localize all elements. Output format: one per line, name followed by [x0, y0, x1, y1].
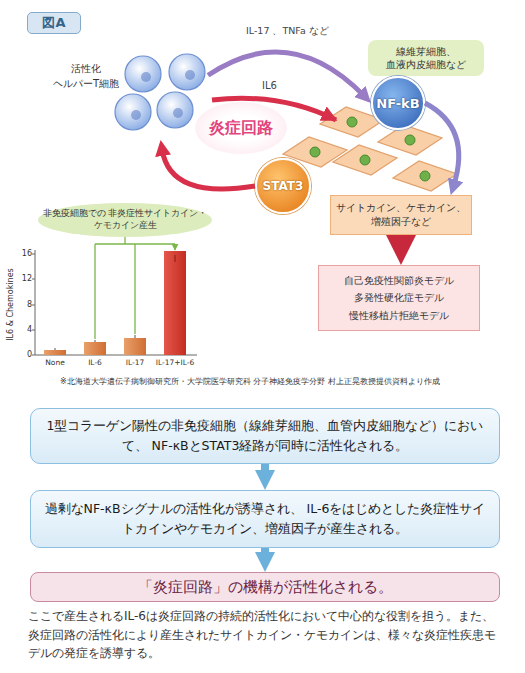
- flow-arrow: [261, 548, 269, 560]
- chart-label-ellipse: 非免疫細胞での 非炎症性サイトカイン・ケモカイン産生: [38, 203, 212, 237]
- category-label: IL-17+IL-6: [150, 358, 200, 367]
- source-note: ※北海道大学遺伝子病制御研究所・大学院医学研究科 分子神経免疫学分野 村上正晃教…: [60, 376, 500, 387]
- category-label: IL-17: [110, 358, 160, 367]
- edge-label: IL-17 、TNFa など: [246, 25, 329, 38]
- node-text: 「炎症回路」の機構が活性化される。: [138, 578, 393, 597]
- flow-arrow: [261, 464, 269, 478]
- product-box: サイトカイン、ケモカイン、 増殖因子など: [330, 195, 472, 235]
- bar-chart: [32, 250, 197, 355]
- cell-nucleus: [141, 72, 151, 82]
- tick-mark: [32, 305, 35, 306]
- category-label: None: [30, 358, 80, 367]
- error-bar: [135, 335, 136, 338]
- node-text: STAT3: [263, 179, 304, 193]
- stat3-circle: STAT3: [255, 158, 311, 214]
- node-text: 線維芽細胞、 血液内皮細胞など: [372, 45, 480, 72]
- feedback-arrow: [162, 150, 255, 190]
- fibroblast-cell: [393, 161, 457, 191]
- axis-title: IL6 & Chemokines: [6, 263, 15, 347]
- result-arrow: [395, 235, 407, 247]
- t-cell: [169, 54, 205, 90]
- process-box: 1型コラーゲン陽性の非免疫細胞（線維芽細胞、血管内皮細胞など）において、 NF-…: [30, 408, 500, 464]
- axis-tick: 0: [10, 350, 32, 359]
- bar: [44, 350, 66, 355]
- bracket-line: [134, 244, 135, 334]
- t-cell: [157, 92, 193, 128]
- t-cell: [125, 56, 161, 92]
- error-bar: [95, 340, 96, 342]
- bracket-line: [94, 244, 95, 339]
- node-text: 1型コラーゲン陽性の非免疫細胞（線維芽細胞、血管内皮細胞など）において、 NF-…: [39, 416, 491, 456]
- cell-nucleus: [420, 171, 430, 181]
- cell-nucleus: [310, 147, 320, 157]
- error-bar: [175, 255, 176, 262]
- bar: [164, 251, 186, 355]
- node-text: NF-kB: [376, 96, 419, 111]
- error-bar: [55, 348, 56, 350]
- fibroblast-cell: [333, 145, 397, 175]
- figure-tag: 図A: [27, 12, 81, 34]
- y-axis: [35, 250, 36, 355]
- t-cell-group: 活性化 ヘルパーT細胞: [50, 56, 208, 140]
- tick-mark: [32, 330, 35, 331]
- cell-nucleus: [131, 110, 141, 120]
- cell-nucleus: [185, 70, 195, 80]
- category-label: IL-6: [70, 358, 120, 367]
- cell-type-label: 線維芽細胞、 血液内皮細胞など: [368, 40, 484, 76]
- bracket-line: [124, 237, 125, 244]
- fibroblast-cell: [378, 125, 442, 155]
- signal-label: IL6: [262, 80, 292, 91]
- tick-mark: [32, 355, 35, 356]
- node-text: 過剰なNF-κBシグナルの活性化が誘導され、 IL-6をはじめとした炎症性サイト…: [39, 499, 491, 539]
- nfkb-circle: NF-kB: [371, 76, 425, 130]
- axis-tick: 16: [10, 249, 32, 258]
- bar: [84, 342, 106, 355]
- tick-mark: [32, 254, 35, 255]
- cell-nucleus: [347, 117, 357, 127]
- cell-nucleus: [360, 155, 370, 165]
- circuit-ellipse: 炎症回路: [195, 102, 287, 154]
- cytokine-arrow: [208, 52, 364, 96]
- comparison-bracket: [95, 237, 175, 339]
- cell-nucleus: [405, 135, 415, 145]
- output-arrow: [425, 103, 459, 186]
- node-text: サイトカイン、ケモカイン、 増殖因子など: [335, 201, 467, 230]
- explanation-text: ここで産生されるIL-6は炎症回路の持続的活性化において中心的な役割を担う。また…: [28, 607, 504, 663]
- node-text: 活性化 ヘルパーT細胞: [50, 62, 122, 91]
- process-box: 過剰なNF-κBシグナルの活性化が誘導され、 IL-6をはじめとした炎症性サイト…: [30, 490, 500, 548]
- t-cell: [115, 94, 151, 130]
- tick-mark: [32, 279, 35, 280]
- fibroblast-nuclei: [310, 117, 430, 181]
- result-box: 「炎症回路」の機構が活性化される。: [30, 572, 500, 602]
- cell-nucleus: [173, 108, 183, 118]
- node-text: 非免疫細胞での 非炎症性サイトカイン・ケモカイン産生: [38, 208, 212, 231]
- t-cell-cluster: [115, 54, 205, 130]
- bracket-line: [174, 244, 175, 250]
- node-text: 炎症回路: [209, 118, 273, 139]
- disease-model-box: 自己免疫性関節炎モデル多発性硬化症モデル慢性移植片拒絶モデル: [318, 265, 480, 331]
- bar: [124, 338, 146, 355]
- node-text: 慢性移植片拒絶モデル: [349, 307, 449, 325]
- node-text: 自己免疫性関節炎モデル: [344, 272, 454, 290]
- node-text: 多発性硬化症モデル: [354, 289, 444, 307]
